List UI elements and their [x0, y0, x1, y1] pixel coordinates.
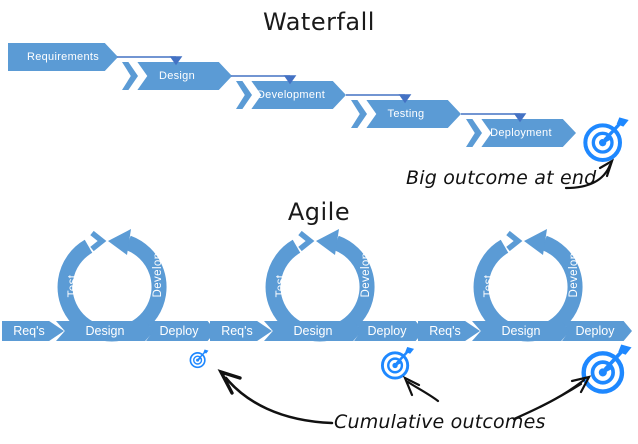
bullseye-dart-icon [189, 349, 209, 369]
design-arrow: Design [264, 321, 362, 341]
waterfall-step-label: Design [137, 62, 232, 90]
cumulative-outcomes-annotation: Cumulative outcomes [334, 411, 546, 433]
design-arrow: Design [472, 321, 570, 341]
design-arrow: Design [56, 321, 154, 341]
deploy-arrow: Deploy [146, 321, 216, 341]
waterfall-step-design: Design [122, 62, 232, 90]
deploy-arrow: Deploy [354, 321, 424, 341]
waterfall-step-deployment: Deployment [466, 119, 576, 147]
reqs-arrow: Req's [418, 321, 480, 341]
reqs-arrow: Req's [210, 321, 272, 341]
waterfall-title: Waterfall [263, 8, 375, 36]
waterfall-step-label: Development [251, 81, 346, 109]
bullseye-dart-icon [582, 116, 630, 164]
waterfall-step-development: Development [236, 81, 346, 109]
chevron-tail-decoration [122, 62, 138, 90]
bullseye-dart-icon [580, 343, 633, 396]
waterfall-step-requirements: Requirements [8, 43, 118, 71]
waterfall-step-testing: Testing [351, 100, 461, 128]
bullseye-dart-icon [380, 346, 415, 381]
chevron-tail-decoration [351, 100, 367, 128]
agile-cycle-2: Test Develop Req's Design Deploy [210, 225, 424, 375]
big-outcome-annotation: Big outcome at end [406, 167, 597, 189]
waterfall-step-label: Deployment [481, 119, 576, 147]
deploy-arrow: Deploy [562, 321, 632, 341]
waterfall-step-label: Testing [366, 100, 461, 128]
reqs-arrow: Req's [2, 321, 64, 341]
agile-title: Agile [287, 198, 351, 226]
chevron-tail-decoration [466, 119, 482, 147]
agile-cycle-1: Test Develop Req's Design Deploy [2, 225, 216, 375]
agile-cycle-3: Test Develop Req's Design Deploy [418, 225, 632, 375]
chevron-tail-decoration [236, 81, 252, 109]
waterfall-step-label: Requirements [8, 43, 118, 71]
